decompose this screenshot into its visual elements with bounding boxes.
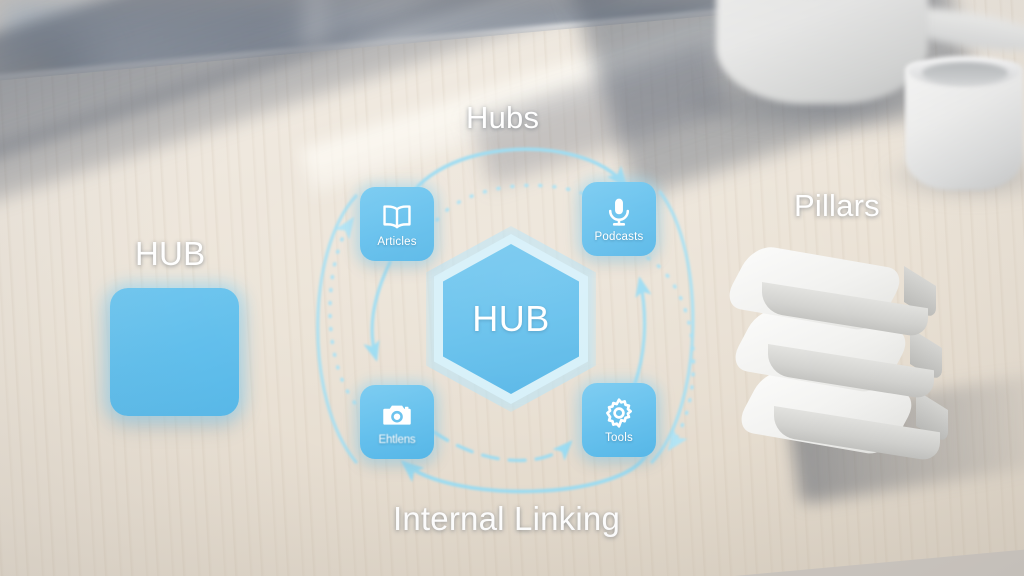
open-book-icon: [383, 205, 411, 229]
node-label-podcasts: Podcasts: [594, 230, 644, 243]
arc-tools-to-media-outer: [400, 453, 648, 494]
node-tile-podcasts[interactable]: Podcasts: [582, 182, 656, 256]
arc-tools-to-podcasts-inner: [628, 276, 652, 398]
hexagon-label: HUB: [472, 298, 550, 339]
node-label-tools: Tools: [605, 431, 633, 444]
microphone-icon: [608, 198, 630, 226]
node-tile-media[interactable]: Ehtlens: [360, 385, 434, 459]
ceramic-cup-hollow: [922, 62, 1008, 84]
node-label-articles: Articles: [377, 235, 417, 248]
node-tile-articles[interactable]: Articles: [360, 187, 434, 261]
ceramic-bowl: [716, 0, 928, 104]
gear-icon: [606, 398, 632, 428]
arc-articles-to-podcasts-inner: [435, 183, 617, 222]
hub-square-object: [110, 288, 239, 416]
arc-media-to-tools-inner: [432, 430, 573, 463]
label-hub-left: HUB: [135, 235, 206, 272]
arc-articles-to-media-inner: [363, 260, 392, 362]
arc-left-outer-sweep: [316, 194, 358, 464]
label-internal-linking: Internal Linking: [393, 500, 621, 537]
arc-right-outer-sweep: [650, 190, 695, 464]
arc-media-to-articles-outer: [328, 216, 376, 422]
label-pillars: Pillars: [794, 188, 880, 223]
label-hubs-title: Hubs: [466, 100, 540, 135]
center-hub-hexagon: HUB: [426, 226, 596, 412]
node-label-media: Ehtlens: [378, 433, 416, 446]
camera-icon: [383, 405, 411, 425]
node-tile-tools[interactable]: Tools: [582, 383, 656, 457]
